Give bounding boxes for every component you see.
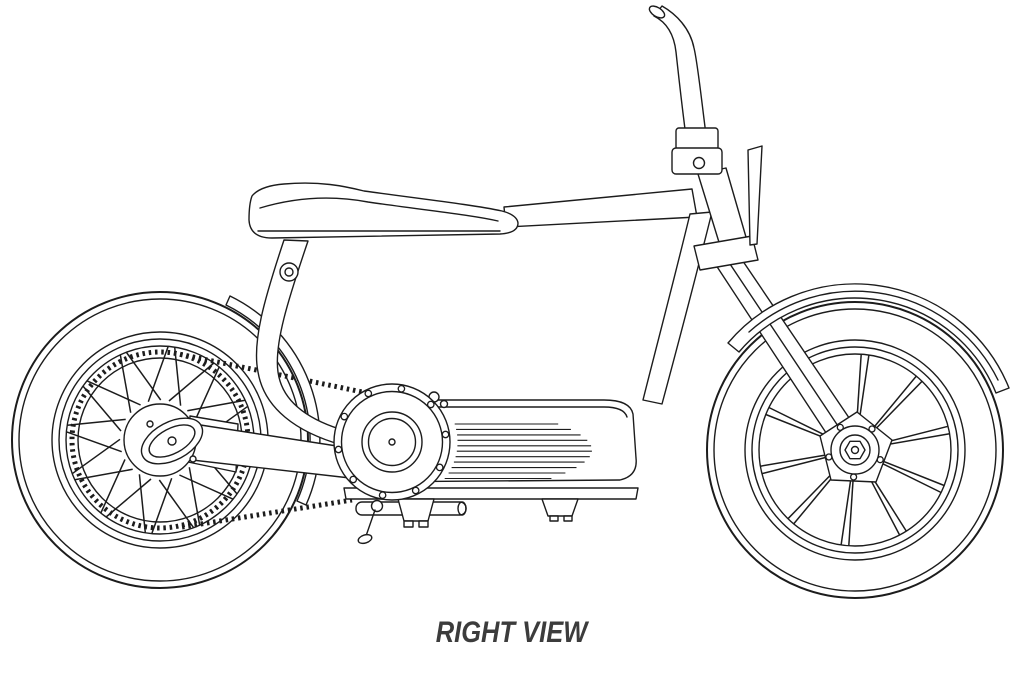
- upper-triple-clamp: [675, 127, 719, 151]
- kickstand-pivot: [370, 499, 384, 513]
- front-hub-bolts: [825, 423, 884, 481]
- reflector: [692, 156, 706, 170]
- fork-fin: [747, 145, 763, 246]
- right-peg-bracket: [541, 498, 579, 517]
- left-peg-bracket: [397, 498, 435, 522]
- motor-cover-bolts: [334, 384, 450, 500]
- handlebar: [653, 5, 709, 153]
- handlebar-grip-end: [648, 5, 666, 19]
- front-fork: [693, 167, 861, 449]
- front-fender: [727, 283, 1010, 394]
- frame: [503, 188, 713, 405]
- front-hub: [819, 411, 893, 483]
- panel-accent-lines: [444, 423, 592, 480]
- motor: [333, 383, 451, 501]
- rear-frame: [255, 239, 347, 446]
- kickstand-foot: [357, 533, 373, 545]
- rear-hub: [123, 403, 204, 477]
- rear-wheel: [11, 291, 309, 589]
- steering: [648, 5, 763, 246]
- seat: [248, 182, 519, 239]
- view-label: RIGHT VIEW: [435, 616, 588, 649]
